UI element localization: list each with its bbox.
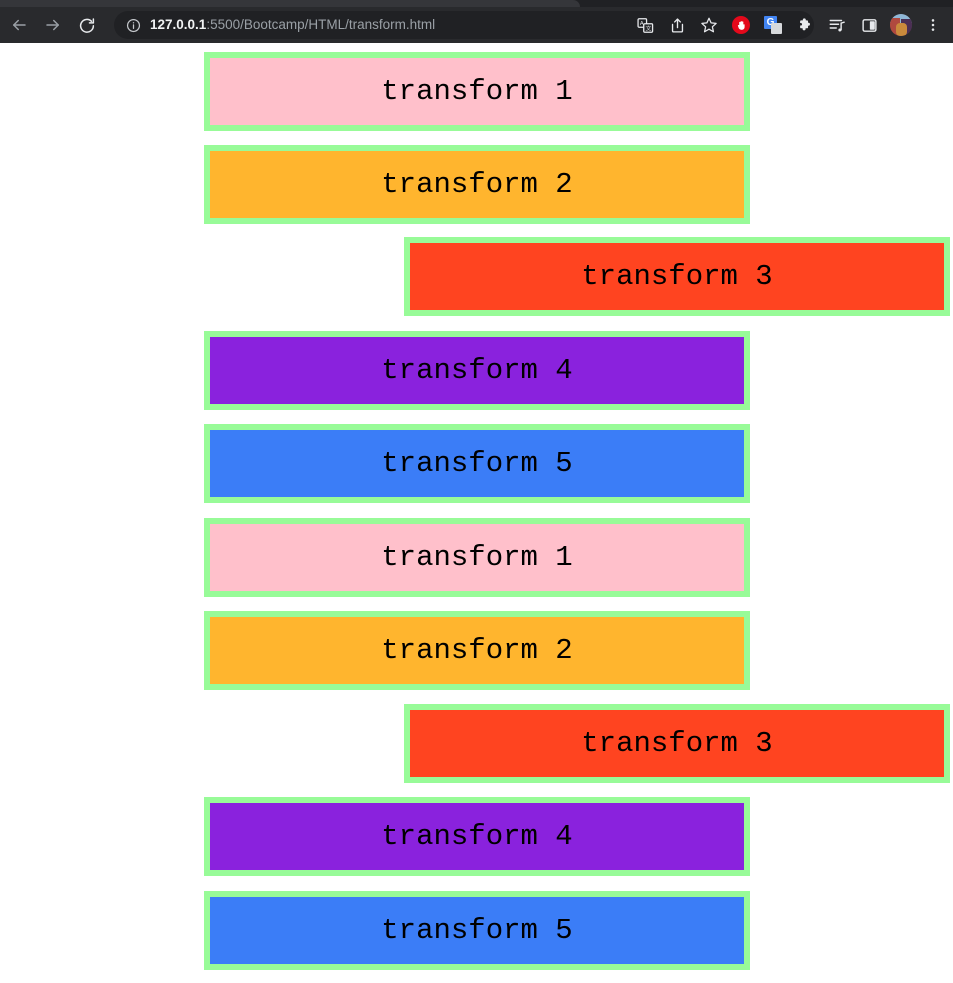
extensions-puzzle-icon[interactable]	[792, 12, 818, 38]
transform-box-8: transform 3	[404, 704, 950, 783]
address-bar[interactable]: 127.0.0.1:5500/Bootcamp/HTML/transform.h…	[114, 11, 814, 39]
toolbar-right-icons: A 文	[629, 7, 953, 43]
back-button[interactable]	[4, 10, 34, 40]
transform-box-label-6: transform 1	[381, 541, 573, 574]
transform-box-label-3: transform 3	[581, 260, 773, 293]
profile-avatar-icon[interactable]	[888, 12, 914, 38]
transform-box-label-5: transform 5	[381, 447, 573, 480]
chrome-menu-icon[interactable]	[920, 12, 946, 38]
transform-box-4: transform 4	[204, 331, 750, 410]
tab-strip	[0, 0, 953, 7]
adblock-extension-icon[interactable]	[728, 12, 754, 38]
bookmark-star-icon[interactable]	[696, 12, 722, 38]
page-viewport: transform 1 transform 2 transform 3 tran…	[0, 43, 953, 983]
side-panel-icon[interactable]	[856, 12, 882, 38]
address-bar-text: 127.0.0.1:5500/Bootcamp/HTML/transform.h…	[150, 11, 435, 39]
transform-box-7: transform 2	[204, 611, 750, 690]
translate-page-icon[interactable]: A 文	[632, 12, 658, 38]
svg-text:A: A	[639, 21, 643, 27]
forward-arrow-icon	[46, 19, 59, 31]
transform-box-9: transform 4	[204, 797, 750, 876]
reading-list-icon[interactable]	[824, 12, 850, 38]
browser-chrome: 127.0.0.1:5500/Bootcamp/HTML/transform.h…	[0, 0, 953, 43]
transform-box-label-8: transform 3	[581, 727, 773, 760]
url-host: 127.0.0.1	[150, 17, 207, 32]
avatar	[890, 14, 912, 36]
browser-toolbar: 127.0.0.1:5500/Bootcamp/HTML/transform.h…	[0, 7, 953, 43]
forward-button[interactable]	[38, 10, 68, 40]
google-translate-extension-icon[interactable]: G	[760, 12, 786, 38]
browser-tab-active[interactable]	[0, 0, 580, 7]
url-path: :5500/Bootcamp/HTML/transform.html	[206, 17, 436, 32]
transform-box-label-9: transform 4	[381, 820, 573, 853]
transform-box-label-2: transform 2	[381, 168, 573, 201]
transform-box-label-7: transform 2	[381, 634, 573, 667]
transform-box-6: transform 1	[204, 518, 750, 597]
reload-button[interactable]	[72, 10, 102, 40]
transform-box-5: transform 5	[204, 424, 750, 503]
share-icon[interactable]	[664, 12, 690, 38]
info-circle-icon[interactable]	[122, 14, 144, 36]
transform-box-10: transform 5	[204, 891, 750, 970]
transform-box-3: transform 3	[404, 237, 950, 316]
transform-box-label-10: transform 5	[381, 914, 573, 947]
transform-box-label-4: transform 4	[381, 354, 573, 387]
transform-box-label-1: transform 1	[381, 75, 573, 108]
transform-box-1: transform 1	[204, 52, 750, 131]
reload-icon	[79, 18, 95, 33]
svg-text:文: 文	[645, 24, 651, 32]
transform-box-2: transform 2	[204, 145, 750, 224]
back-arrow-icon	[13, 19, 26, 31]
